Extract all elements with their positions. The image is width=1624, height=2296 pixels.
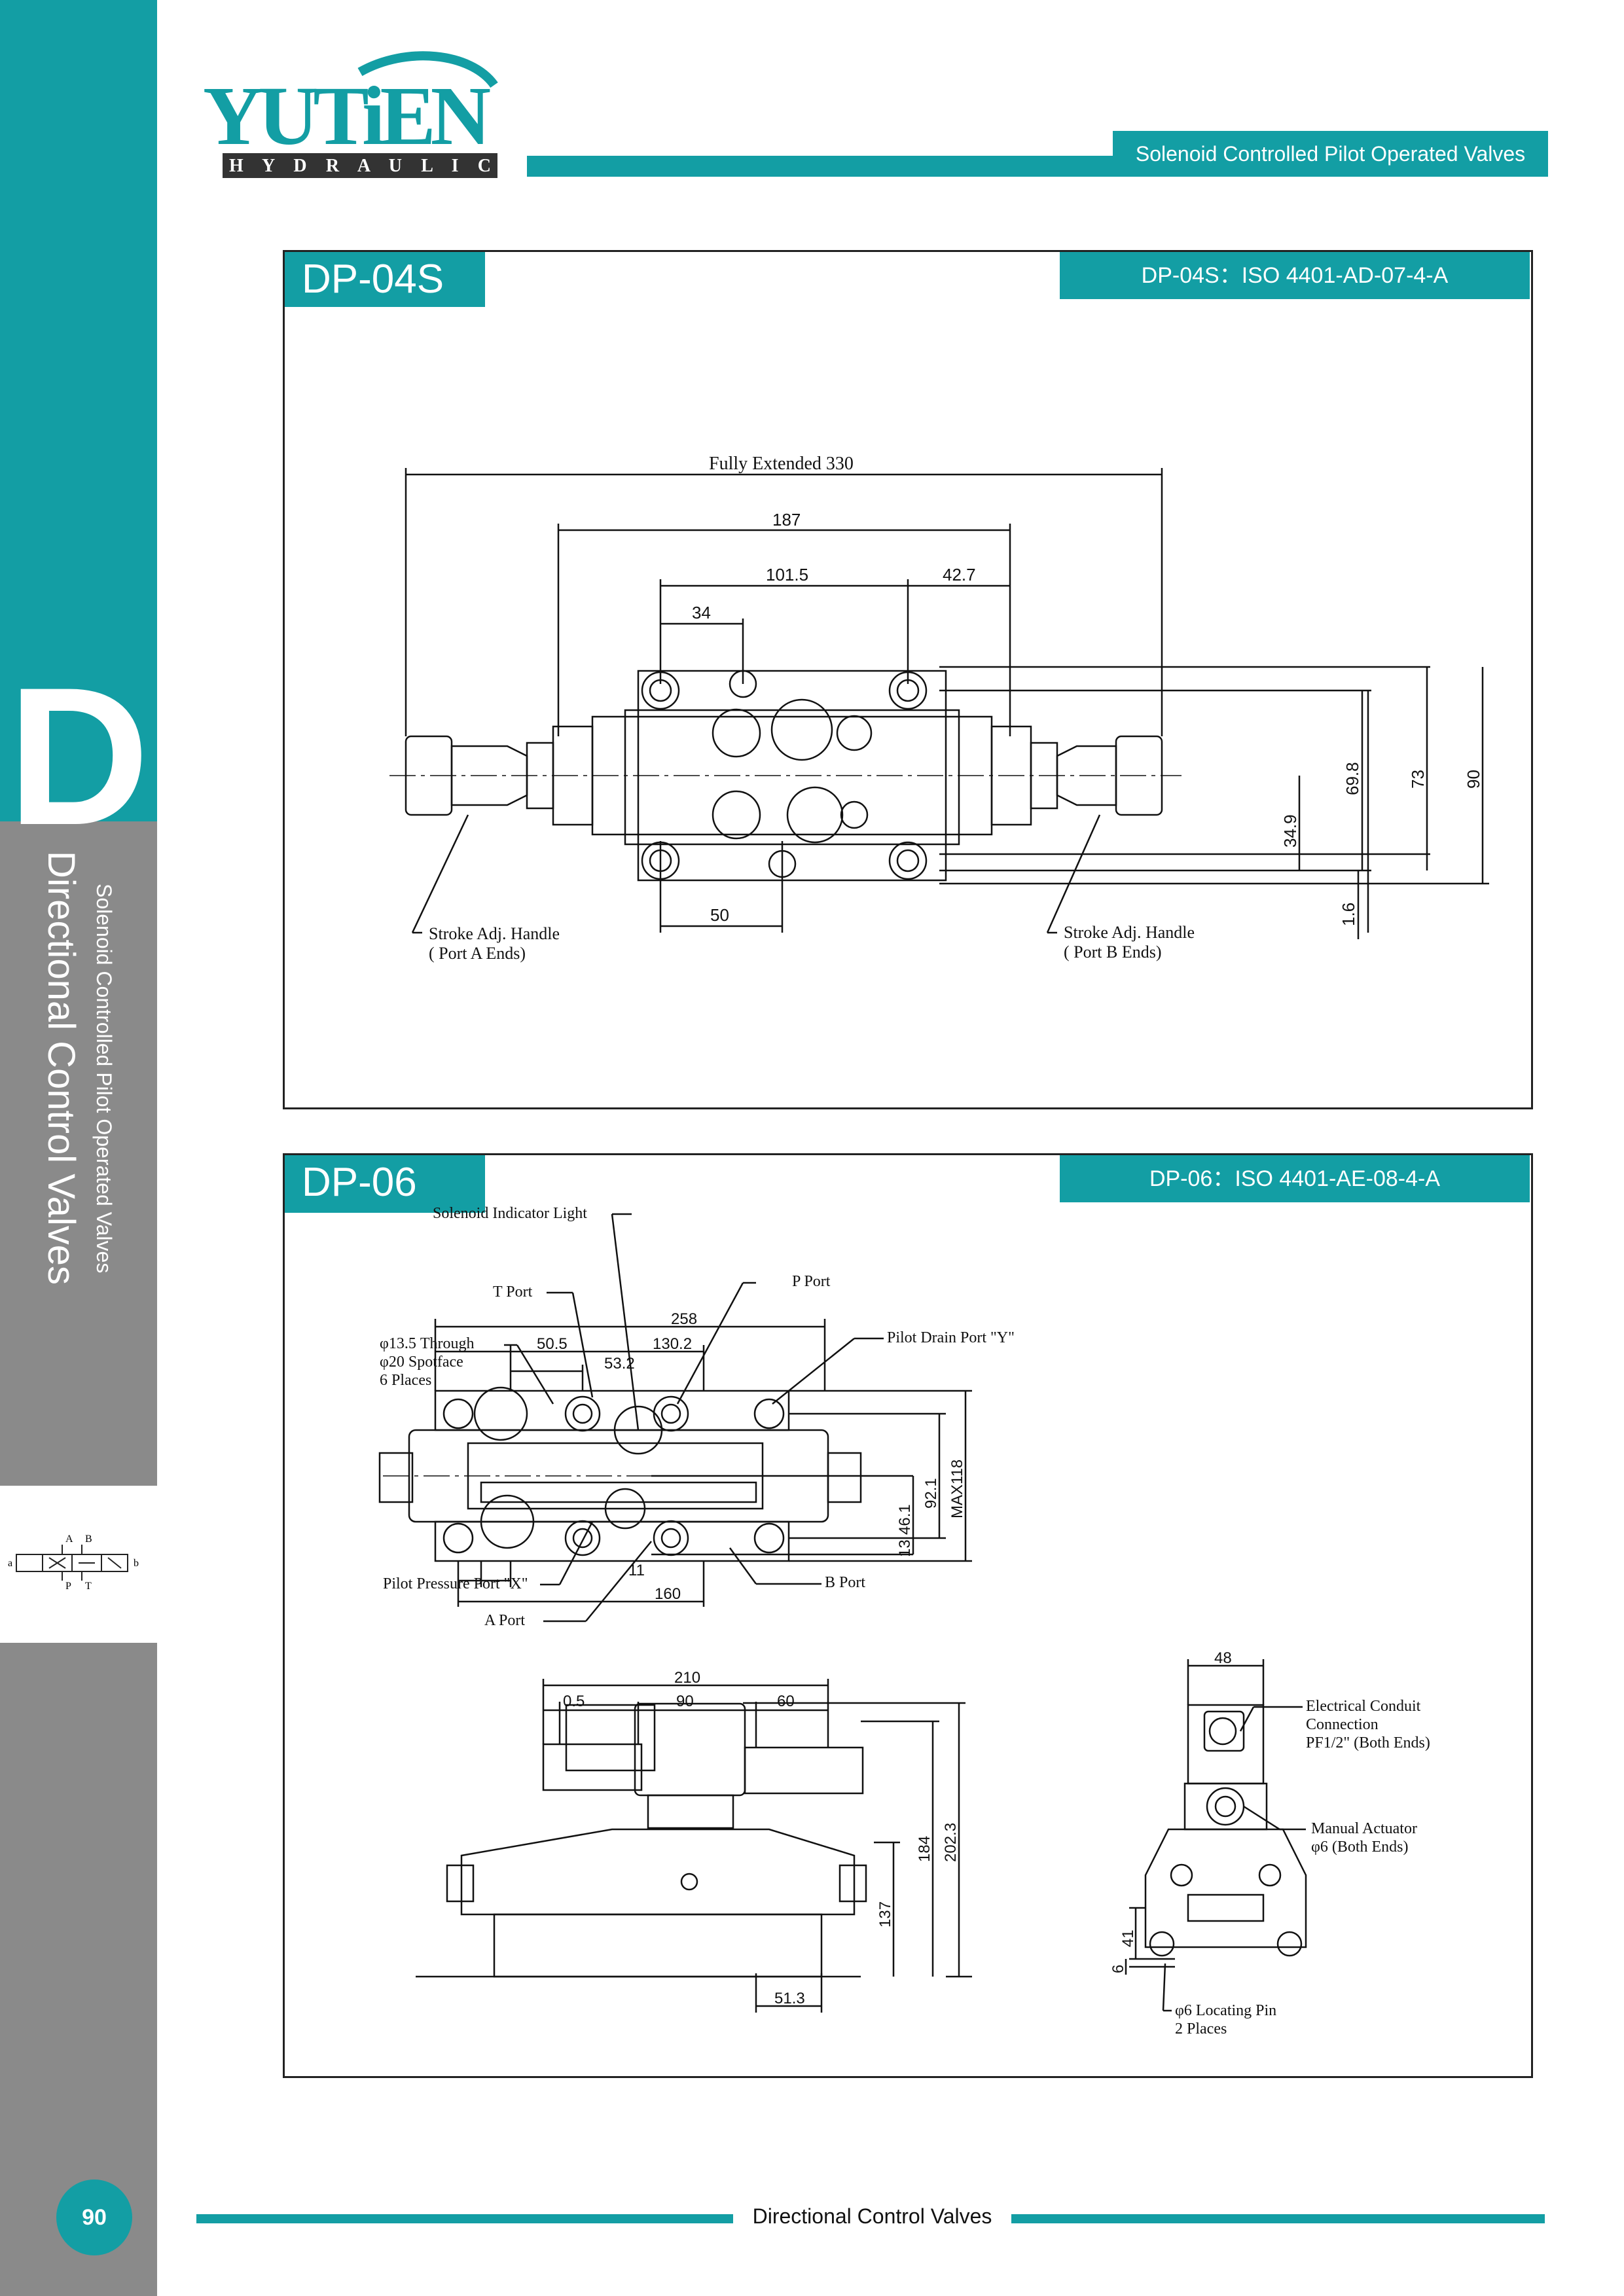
dp-06-standard: DP-06：ISO 4401-AE-08-4-A	[1060, 1155, 1530, 1202]
dim-max118: MAX118	[948, 1460, 966, 1518]
logo-wordmark: YUTiEN	[203, 69, 491, 162]
dim-46-1: 46.1	[896, 1504, 914, 1535]
dim-51-3: 51.3	[774, 1990, 805, 2007]
note-through-3: 6 Places	[380, 1372, 431, 1389]
footer-rule-right	[1011, 2214, 1545, 2223]
note-conduit-1: Electrical Conduit	[1306, 1698, 1421, 1715]
dim-13: 13	[896, 1539, 914, 1557]
note-stroke-a-line1: Stroke Adj. Handle	[429, 924, 560, 943]
dp-04s-drawing: Fully Extended 330 187 101.5 42.7 34 50 …	[389, 454, 1489, 963]
dim-0-5: 0.5	[563, 1693, 585, 1710]
dim-60: 60	[777, 1693, 795, 1710]
dim-53-2: 53.2	[604, 1355, 635, 1372]
note-pilot-pressure: Pilot Pressure Port "X"	[383, 1575, 528, 1592]
dim-130-2: 130.2	[653, 1335, 692, 1353]
section-title: Directional Control Valves	[40, 851, 82, 1285]
note-pin-1: φ6 Locating Pin	[1175, 2002, 1276, 2019]
note-b-port: B Port	[825, 1574, 865, 1591]
sidebar-gray-band	[0, 821, 157, 1486]
dp-04s-panel: DP-04S DP-04S：ISO 4401-AD-07-4-A	[283, 250, 1533, 1109]
dim-202-3: 202.3	[942, 1823, 960, 1862]
dp-06-title: DP-06	[285, 1155, 485, 1213]
dim-42-7: 42.7	[943, 565, 976, 584]
symbol-label-T: T	[85, 1581, 92, 1590]
section-letter: D	[7, 646, 150, 866]
note-conduit-3: PF1/2" (Both Ends)	[1306, 1734, 1430, 1751]
note-p-port: P Port	[792, 1273, 831, 1290]
note-pin-2: 2 Places	[1175, 2020, 1227, 2037]
dim-50-5: 50.5	[537, 1335, 568, 1353]
dim-90: 90	[1464, 770, 1483, 789]
dim-34-9: 34.9	[1280, 814, 1300, 848]
footer-rule-left	[196, 2214, 733, 2223]
dim-50: 50	[710, 905, 729, 925]
logo-tagline: H Y D R A U L I C	[229, 156, 491, 176]
dim-1-6: 1.6	[1339, 903, 1358, 926]
section-subtitle: Solenoid Controlled Pilot Operated Valve…	[92, 884, 116, 1274]
yutien-logo: YUTiEN H Y D R A U L I C	[203, 51, 498, 178]
dim-69-8: 69.8	[1343, 762, 1362, 795]
symbol-label-B: B	[85, 1534, 92, 1545]
dim-101-5: 101.5	[766, 565, 808, 584]
note-manual-2: φ6 (Both Ends)	[1311, 1839, 1409, 1856]
dim-11: 11	[628, 1562, 645, 1579]
dp-04s-title: DP-04S	[285, 252, 485, 307]
dim-48: 48	[1214, 1649, 1232, 1667]
dim-6: 6	[1110, 1965, 1127, 1973]
note-conduit-2: Connection	[1306, 1716, 1379, 1733]
dim-34: 34	[692, 603, 711, 622]
dim-184: 184	[916, 1836, 933, 1862]
note-manual-1: Manual Actuator	[1311, 1820, 1417, 1837]
symbol-label-a: a	[8, 1558, 12, 1569]
dim-overall: Fully Extended 330	[709, 454, 854, 474]
note-stroke-b-line1: Stroke Adj. Handle	[1064, 923, 1195, 942]
dim-73: 73	[1408, 770, 1428, 789]
page-number: 90	[56, 2179, 132, 2255]
note-a-port: A Port	[484, 1612, 525, 1629]
symbol-label-P: P	[65, 1581, 71, 1590]
symbol-label-b: b	[134, 1558, 139, 1569]
dp-06-drawing: 258 50.5 130.2 53.2 11 160 46.1 92.1 MAX…	[378, 1205, 1430, 2037]
note-stroke-b-line2: ( Port B Ends)	[1064, 942, 1162, 961]
dim-90-front: 90	[676, 1693, 694, 1710]
dim-41: 41	[1119, 1929, 1137, 1947]
note-through-2: φ20 Spotface	[380, 1354, 463, 1371]
dp-04s-standard: DP-04S：ISO 4401-AD-07-4-A	[1060, 252, 1530, 299]
symbol-label-A: A	[65, 1534, 73, 1545]
valve-symbol-icon: a A B P T b	[8, 1534, 139, 1590]
note-solenoid-light: Solenoid Indicator Light	[433, 1205, 587, 1222]
footer-text: Directional Control Valves	[752, 2204, 992, 2228]
note-stroke-a-line2: ( Port A Ends)	[429, 944, 526, 963]
header-category: Solenoid Controlled Pilot Operated Valve…	[1113, 131, 1548, 177]
dim-92-1: 92.1	[922, 1478, 940, 1509]
dim-160: 160	[655, 1585, 681, 1603]
dim-210: 210	[674, 1669, 700, 1687]
sidebar-symbol-area	[0, 1486, 157, 1643]
note-through-1: φ13.5 Through	[380, 1335, 475, 1352]
dim-187: 187	[772, 510, 801, 529]
dim-137: 137	[876, 1901, 894, 1928]
dim-258: 258	[671, 1310, 697, 1328]
sidebar-teal-band	[0, 0, 157, 821]
note-pilot-drain: Pilot Drain Port "Y"	[887, 1329, 1015, 1346]
dp-06-panel: DP-06 DP-06：ISO 4401-AE-08-4-A	[283, 1153, 1533, 2078]
note-t-port: T Port	[493, 1283, 533, 1300]
